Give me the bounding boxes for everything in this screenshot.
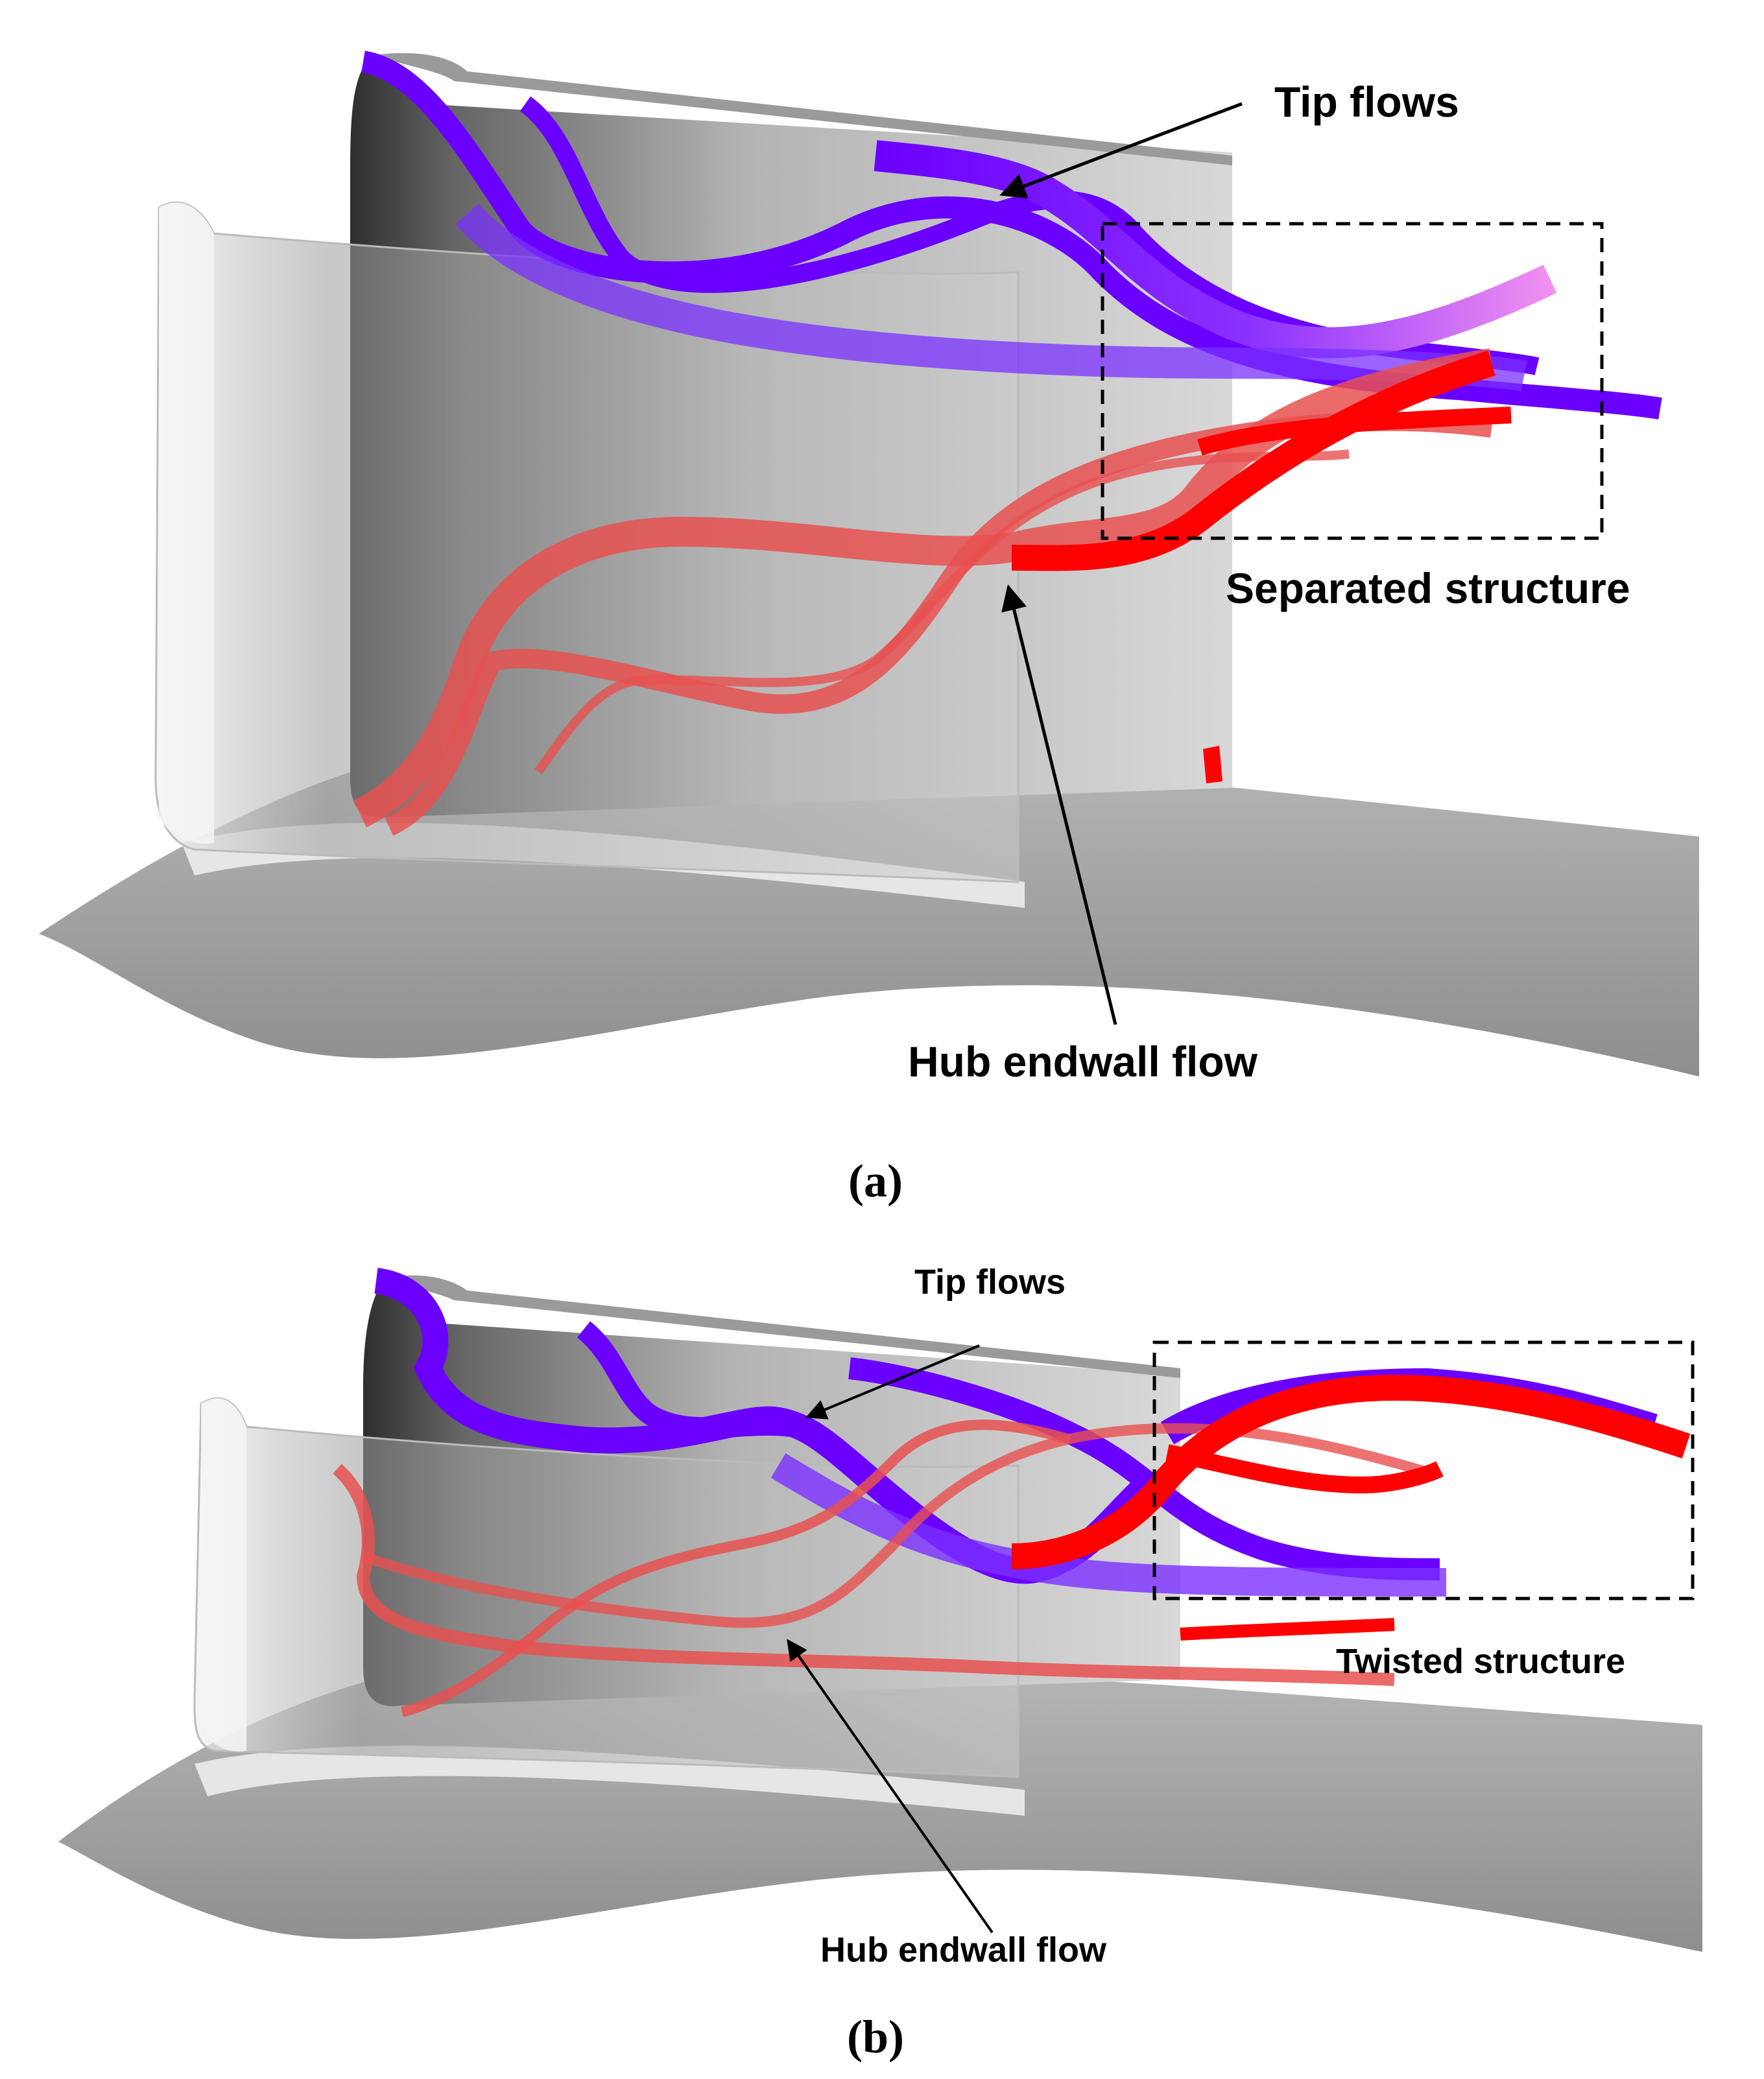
hub-flow-streamlines bbox=[353, 348, 1512, 836]
panel-b-caption: (b) bbox=[847, 2011, 904, 2063]
tip-flows-label: Tip flows bbox=[914, 1263, 1066, 1301]
tip-flows-arrow bbox=[805, 1344, 980, 1420]
front-blade-leading-edge bbox=[201, 1398, 246, 1752]
tip-flows-arrow bbox=[999, 102, 1243, 198]
hub-flow-tube bbox=[401, 1420, 1072, 1717]
hub-endwall-flow-arrow bbox=[1001, 584, 1117, 1025]
hub-flow-streamlines bbox=[333, 1374, 1691, 1717]
panel-b: Tip flows Twisted structure Hub endwall … bbox=[58, 1263, 1702, 2063]
hub-flow-tube bbox=[1197, 407, 1512, 456]
tip-flows-label: Tip flows bbox=[1274, 78, 1459, 126]
panel-a-caption: (a) bbox=[848, 1155, 903, 1207]
rear-blade-tip-edge bbox=[386, 1275, 1180, 1378]
hub-endwall-flow-arrow bbox=[787, 1639, 994, 1934]
tip-flow-tube bbox=[577, 1321, 793, 1438]
twisted-structure-box bbox=[1152, 1340, 1695, 1600]
front-blade-leading-edge bbox=[159, 202, 214, 844]
tip-flow-tube bbox=[874, 140, 1557, 359]
separated-structure-box bbox=[1101, 222, 1604, 540]
hub-flow-tube bbox=[1165, 1444, 1444, 1494]
hub-flow-tube bbox=[534, 449, 1350, 775]
endwall-edge-band bbox=[195, 1746, 1025, 1816]
separated-structure-label: Separated structure bbox=[1226, 564, 1630, 612]
rear-blade-tip-edge bbox=[373, 53, 1232, 165]
twisted-structure-label: Twisted structure bbox=[1336, 1642, 1625, 1681]
hub-flow-tube bbox=[1011, 350, 1496, 571]
hub-endwall-flow-label: Hub endwall flow bbox=[820, 1930, 1107, 1969]
hub-flow-tube bbox=[1180, 1618, 1395, 1641]
hub-flow-fragment bbox=[1203, 746, 1222, 783]
hub-flow-tube bbox=[1011, 1374, 1691, 1569]
hub-endwall-flow-label: Hub endwall flow bbox=[908, 1038, 1258, 1086]
hub-flow-tube bbox=[333, 1464, 1395, 1686]
panel-a: Tip flows Separated structure Hub endwal… bbox=[39, 51, 1699, 1207]
